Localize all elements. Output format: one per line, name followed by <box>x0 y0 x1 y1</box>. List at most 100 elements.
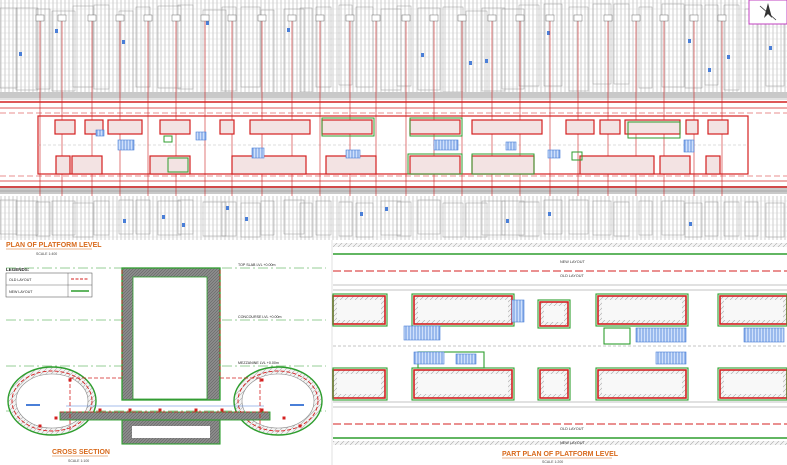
platform-rooms <box>54 117 729 175</box>
plan-room-new <box>321 117 375 137</box>
plan-stairs-escalators <box>95 129 695 159</box>
building-outline <box>396 5 412 87</box>
plan-room-new <box>471 153 535 175</box>
blue-marker <box>469 61 472 65</box>
plan-room <box>579 155 655 175</box>
plan-room <box>249 119 311 135</box>
building-outline <box>51 10 76 92</box>
building-outline <box>221 6 237 92</box>
building-outline <box>72 202 94 238</box>
building-outline <box>299 202 313 238</box>
building-outline <box>240 6 261 88</box>
old-layout-outline-section <box>69 268 261 430</box>
legend-heading: LEGENDS: <box>6 267 30 272</box>
building-outline <box>684 202 703 238</box>
right-tunnel <box>233 366 323 436</box>
plan-room-new <box>409 117 463 137</box>
building-outline <box>35 8 51 90</box>
plan-room-new <box>407 153 463 175</box>
building-outline <box>355 202 374 238</box>
legend: LEGENDS: OLD LAYOUT NEW LAYOUT <box>5 267 93 298</box>
blue-marker <box>506 219 509 223</box>
section-marker <box>68 378 72 382</box>
part-plan-room-inner <box>724 300 783 320</box>
gridline-tag <box>717 14 727 22</box>
level-label: TOP SLAB LVL +0.00m <box>238 263 276 267</box>
blue-marker <box>206 21 209 25</box>
part-plan-room-new <box>332 293 388 327</box>
building-outline <box>380 200 402 236</box>
part-plan-new-bottom-label: NEW LAYOUT <box>560 441 586 445</box>
building-outline <box>177 4 194 90</box>
section-marker <box>260 378 264 382</box>
blue-marker <box>182 223 185 227</box>
blue-marker <box>245 217 248 221</box>
gridline-tag <box>257 14 267 22</box>
building-outline <box>481 200 506 236</box>
blue-marker <box>547 31 550 35</box>
building-outline <box>355 6 374 88</box>
gridline-tag <box>457 14 467 22</box>
section-marker <box>298 424 302 428</box>
plan-room <box>219 119 235 135</box>
part-plan-room-inner <box>337 300 381 320</box>
blue-marker <box>287 28 290 32</box>
plan-room <box>471 119 543 135</box>
part-plan-old-bottom-label: OLD LAYOUT <box>560 427 584 431</box>
plan-room <box>71 155 103 175</box>
plan-room <box>409 155 461 175</box>
gridline-tag <box>631 14 641 22</box>
part-plan-room-inner <box>602 374 682 394</box>
part-plan-stair <box>655 351 687 365</box>
part-plan-room-inner <box>544 374 564 394</box>
gridline-tag <box>401 14 411 22</box>
section-marker <box>98 408 102 412</box>
gridline-tag <box>227 14 237 22</box>
building-outline <box>568 199 589 235</box>
blue-marker <box>226 206 229 210</box>
part-plan-room-new <box>717 293 787 327</box>
plan-room <box>659 155 691 175</box>
stair-escalator <box>251 147 265 159</box>
road-band-bottom <box>0 186 787 194</box>
section-marker <box>54 416 58 420</box>
blue-marker <box>122 40 125 44</box>
building-outline <box>744 201 759 237</box>
blue-marker <box>360 212 363 216</box>
blue-marker <box>385 207 388 211</box>
building-outline <box>315 200 332 236</box>
gray-track-lines <box>0 98 787 192</box>
building-outline <box>765 202 785 238</box>
gridline-tag <box>371 14 381 22</box>
gridline-tag <box>35 14 45 22</box>
plan-room-new <box>627 121 681 139</box>
part-plan-stair <box>635 327 687 343</box>
plan-room <box>231 155 307 175</box>
building-outline <box>93 200 110 236</box>
plan-room <box>325 155 377 175</box>
building-outline <box>240 202 261 238</box>
tunnel-walkway <box>290 404 304 406</box>
building-outline <box>518 201 540 237</box>
building-outline <box>315 6 332 88</box>
building-outline <box>518 4 540 87</box>
building-outline <box>0 199 18 235</box>
station-shaft <box>121 267 221 401</box>
plan-scale: SCALE 1:400 <box>36 252 57 256</box>
building-outline <box>51 200 76 236</box>
plan-room <box>409 119 461 135</box>
section-markers <box>26 378 304 428</box>
building-outline <box>704 4 719 86</box>
plan-building-blocks <box>0 3 785 238</box>
part-plan-stair <box>511 299 525 323</box>
building-outline <box>283 199 305 235</box>
building-outline <box>568 6 589 92</box>
part-plan-room-inner <box>418 374 508 394</box>
stair-escalator <box>505 141 517 151</box>
part-plan-room-inner <box>337 374 381 394</box>
part-plan-stair <box>413 351 445 365</box>
building-outline <box>638 200 653 236</box>
building-outline <box>157 200 182 236</box>
section-marker <box>282 416 286 420</box>
blue-marker <box>123 219 126 223</box>
